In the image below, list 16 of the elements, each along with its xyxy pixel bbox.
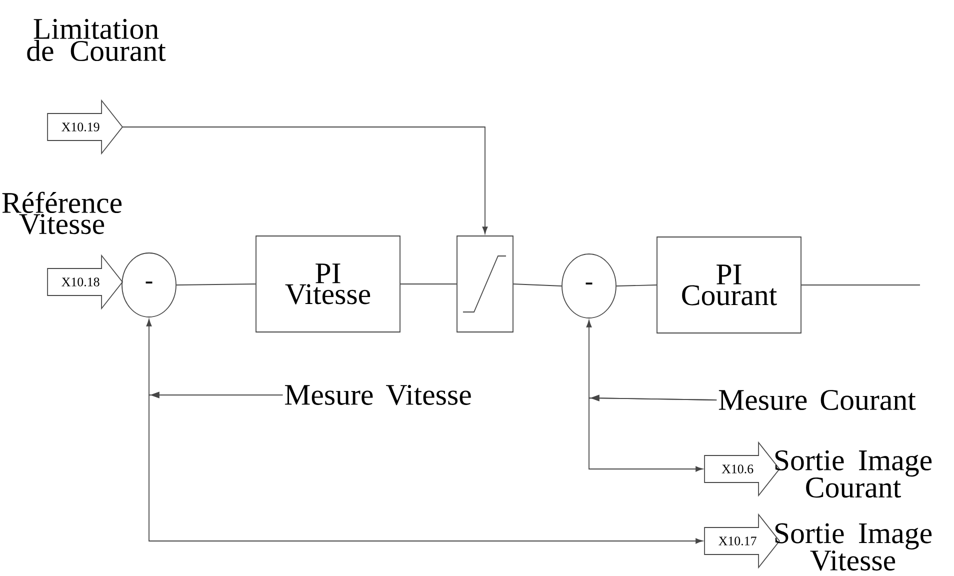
limiter-box bbox=[456, 236, 514, 332]
summing-junction: - bbox=[562, 254, 616, 318]
summing-junction: - bbox=[122, 252, 176, 318]
signal-label: Référence Vitesse bbox=[2, 192, 122, 234]
signal-label: Mesure Courant bbox=[718, 390, 916, 410]
signal-line bbox=[616, 284, 657, 286]
signal-line bbox=[513, 284, 562, 286]
signal-line bbox=[801, 284, 920, 286]
signal-line bbox=[176, 284, 256, 286]
signal-label: Mesure Vitesse bbox=[284, 384, 471, 406]
signal-line bbox=[588, 394, 718, 472]
signal-line bbox=[122, 126, 488, 234]
signal-line bbox=[148, 392, 703, 544]
block-box: PI Vitesse bbox=[256, 236, 400, 332]
block-box: PI Courant bbox=[656, 236, 802, 334]
signal-label: Limitation de Courant bbox=[27, 18, 166, 62]
